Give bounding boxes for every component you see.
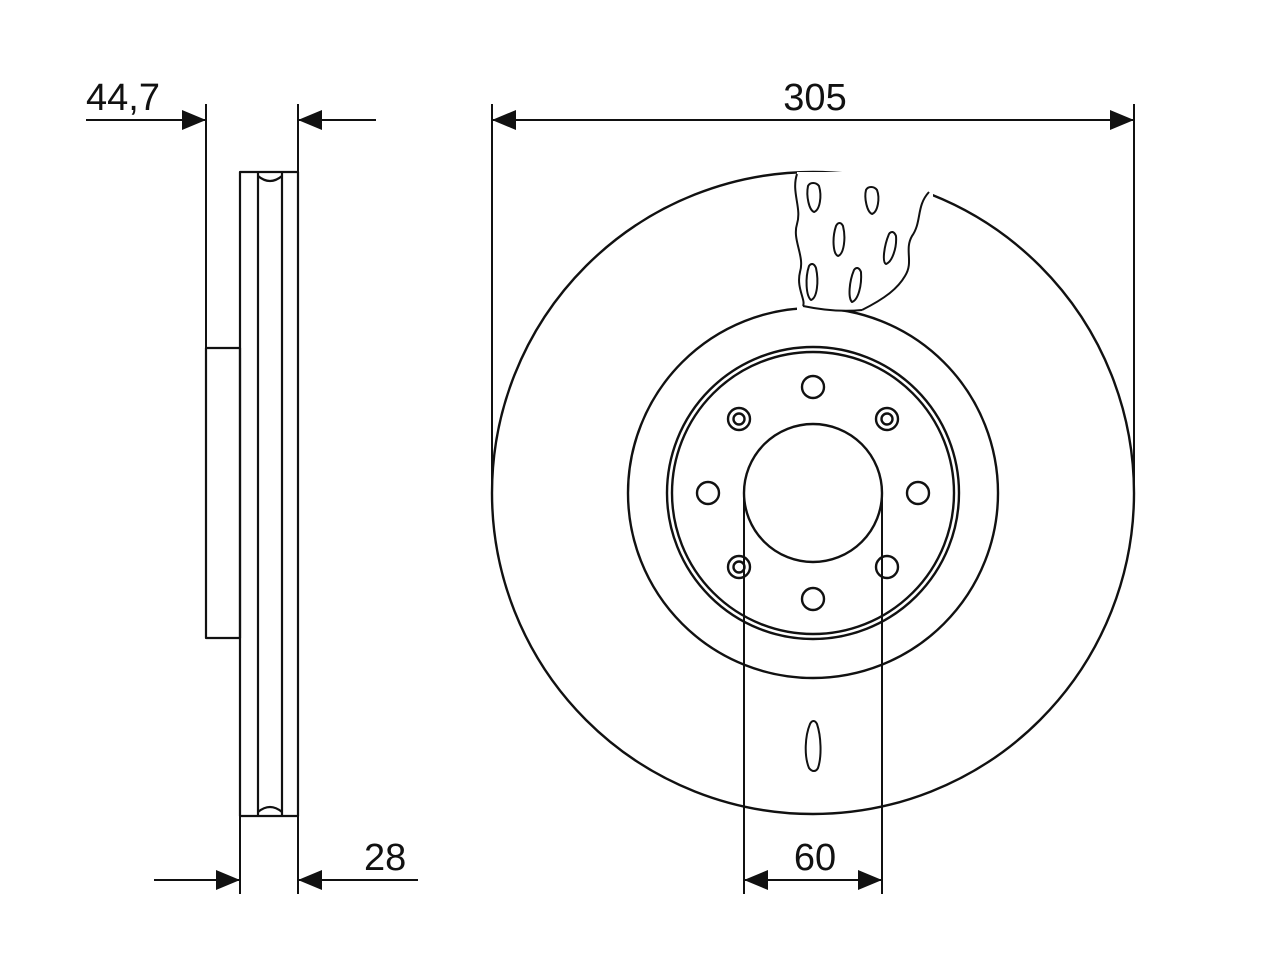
bolt-hole-bottom bbox=[800, 586, 826, 612]
offset-dimension: 44,7 bbox=[86, 77, 376, 130]
screw-hole-lower-left-outer bbox=[726, 554, 752, 580]
bottom-vent-slot bbox=[804, 720, 822, 772]
screw-hole-upper-right-inner bbox=[880, 412, 894, 426]
cutaway-left-break bbox=[794, 173, 805, 307]
bore-label: 60 bbox=[794, 837, 836, 879]
bolt-hole-top bbox=[800, 374, 826, 400]
screw-hole-upper-right-outer bbox=[874, 406, 900, 432]
screw-hole-lower-left-inner bbox=[732, 560, 746, 574]
friction-ring-inner-edge bbox=[626, 306, 1000, 680]
vent-cutaway bbox=[794, 172, 933, 312]
vane-6 bbox=[848, 266, 863, 303]
bolt-hole-lower-right bbox=[874, 554, 900, 580]
cutaway-right-break bbox=[861, 191, 930, 311]
bolt-hole-left bbox=[695, 480, 721, 506]
diameter-label: 305 bbox=[783, 77, 846, 119]
offset-label: 44,7 bbox=[86, 77, 160, 119]
vane-3 bbox=[832, 222, 846, 257]
vent-gap-bottom bbox=[257, 805, 283, 813]
diameter-dimension: 305 bbox=[491, 77, 1135, 493]
vane-1 bbox=[806, 182, 822, 213]
vane-5 bbox=[805, 262, 819, 301]
bolt-hole-right bbox=[905, 480, 931, 506]
hat-outer-edge-1 bbox=[665, 345, 961, 641]
thickness-dimension: 28 bbox=[154, 837, 418, 890]
vane-2 bbox=[864, 186, 880, 215]
disc-side-outline bbox=[238, 170, 300, 818]
vent-gap-top bbox=[257, 175, 283, 183]
vane-4 bbox=[882, 230, 898, 265]
screw-hole-upper-left-inner bbox=[732, 412, 746, 426]
hat-section bbox=[204, 346, 242, 640]
cutaway-bottom-break bbox=[802, 305, 863, 312]
bore-dimension: 60 bbox=[743, 493, 883, 894]
screw-hole-upper-left-outer bbox=[726, 406, 752, 432]
hat-outer-edge-2 bbox=[670, 350, 956, 636]
side-view-extension-lines bbox=[205, 104, 299, 894]
center-bore bbox=[742, 422, 884, 564]
side-view bbox=[204, 170, 300, 818]
thickness-label: 28 bbox=[364, 837, 406, 879]
